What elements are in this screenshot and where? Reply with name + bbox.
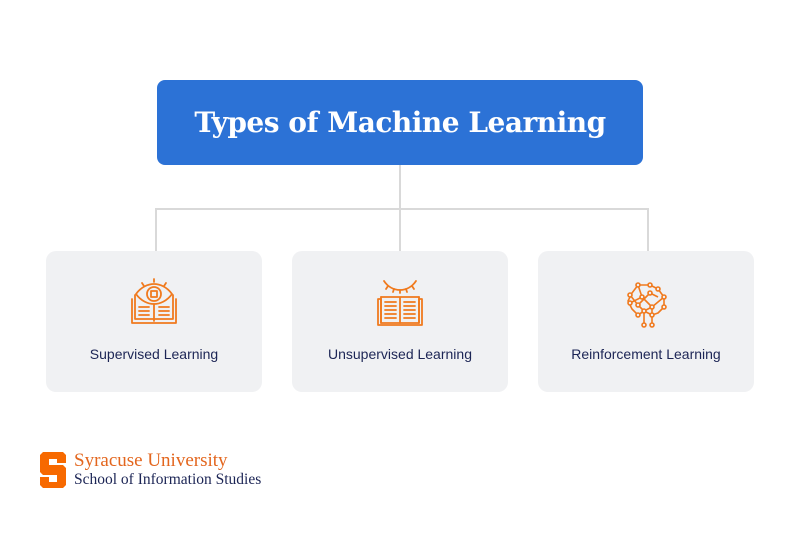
connector-horizontal xyxy=(155,208,649,210)
card-label: Reinforcement Learning xyxy=(571,346,721,362)
card-label: Unsupervised Learning xyxy=(328,346,472,362)
card-reinforcement-learning: Reinforcement Learning xyxy=(538,251,754,392)
card-label: Supervised Learning xyxy=(89,346,219,362)
card-supervised-learning: Supervised Learning xyxy=(46,251,262,392)
diagram-title: Types of Machine Learning xyxy=(194,106,606,139)
neural-brain-icon xyxy=(627,282,667,328)
connector-middle xyxy=(399,208,401,251)
title-box: Types of Machine Learning xyxy=(157,80,643,165)
university-name: Syracuse University xyxy=(74,450,228,471)
connector-left xyxy=(155,208,157,251)
school-name: School of Information Studies xyxy=(74,471,262,488)
connector-trunk xyxy=(399,165,401,209)
book-closed-eye-icon xyxy=(377,280,423,326)
card-unsupervised-learning: Unsupervised Learning xyxy=(292,251,508,392)
connector-right xyxy=(647,208,649,251)
book-eye-chip-icon xyxy=(131,278,177,324)
block-s-icon xyxy=(40,452,66,488)
